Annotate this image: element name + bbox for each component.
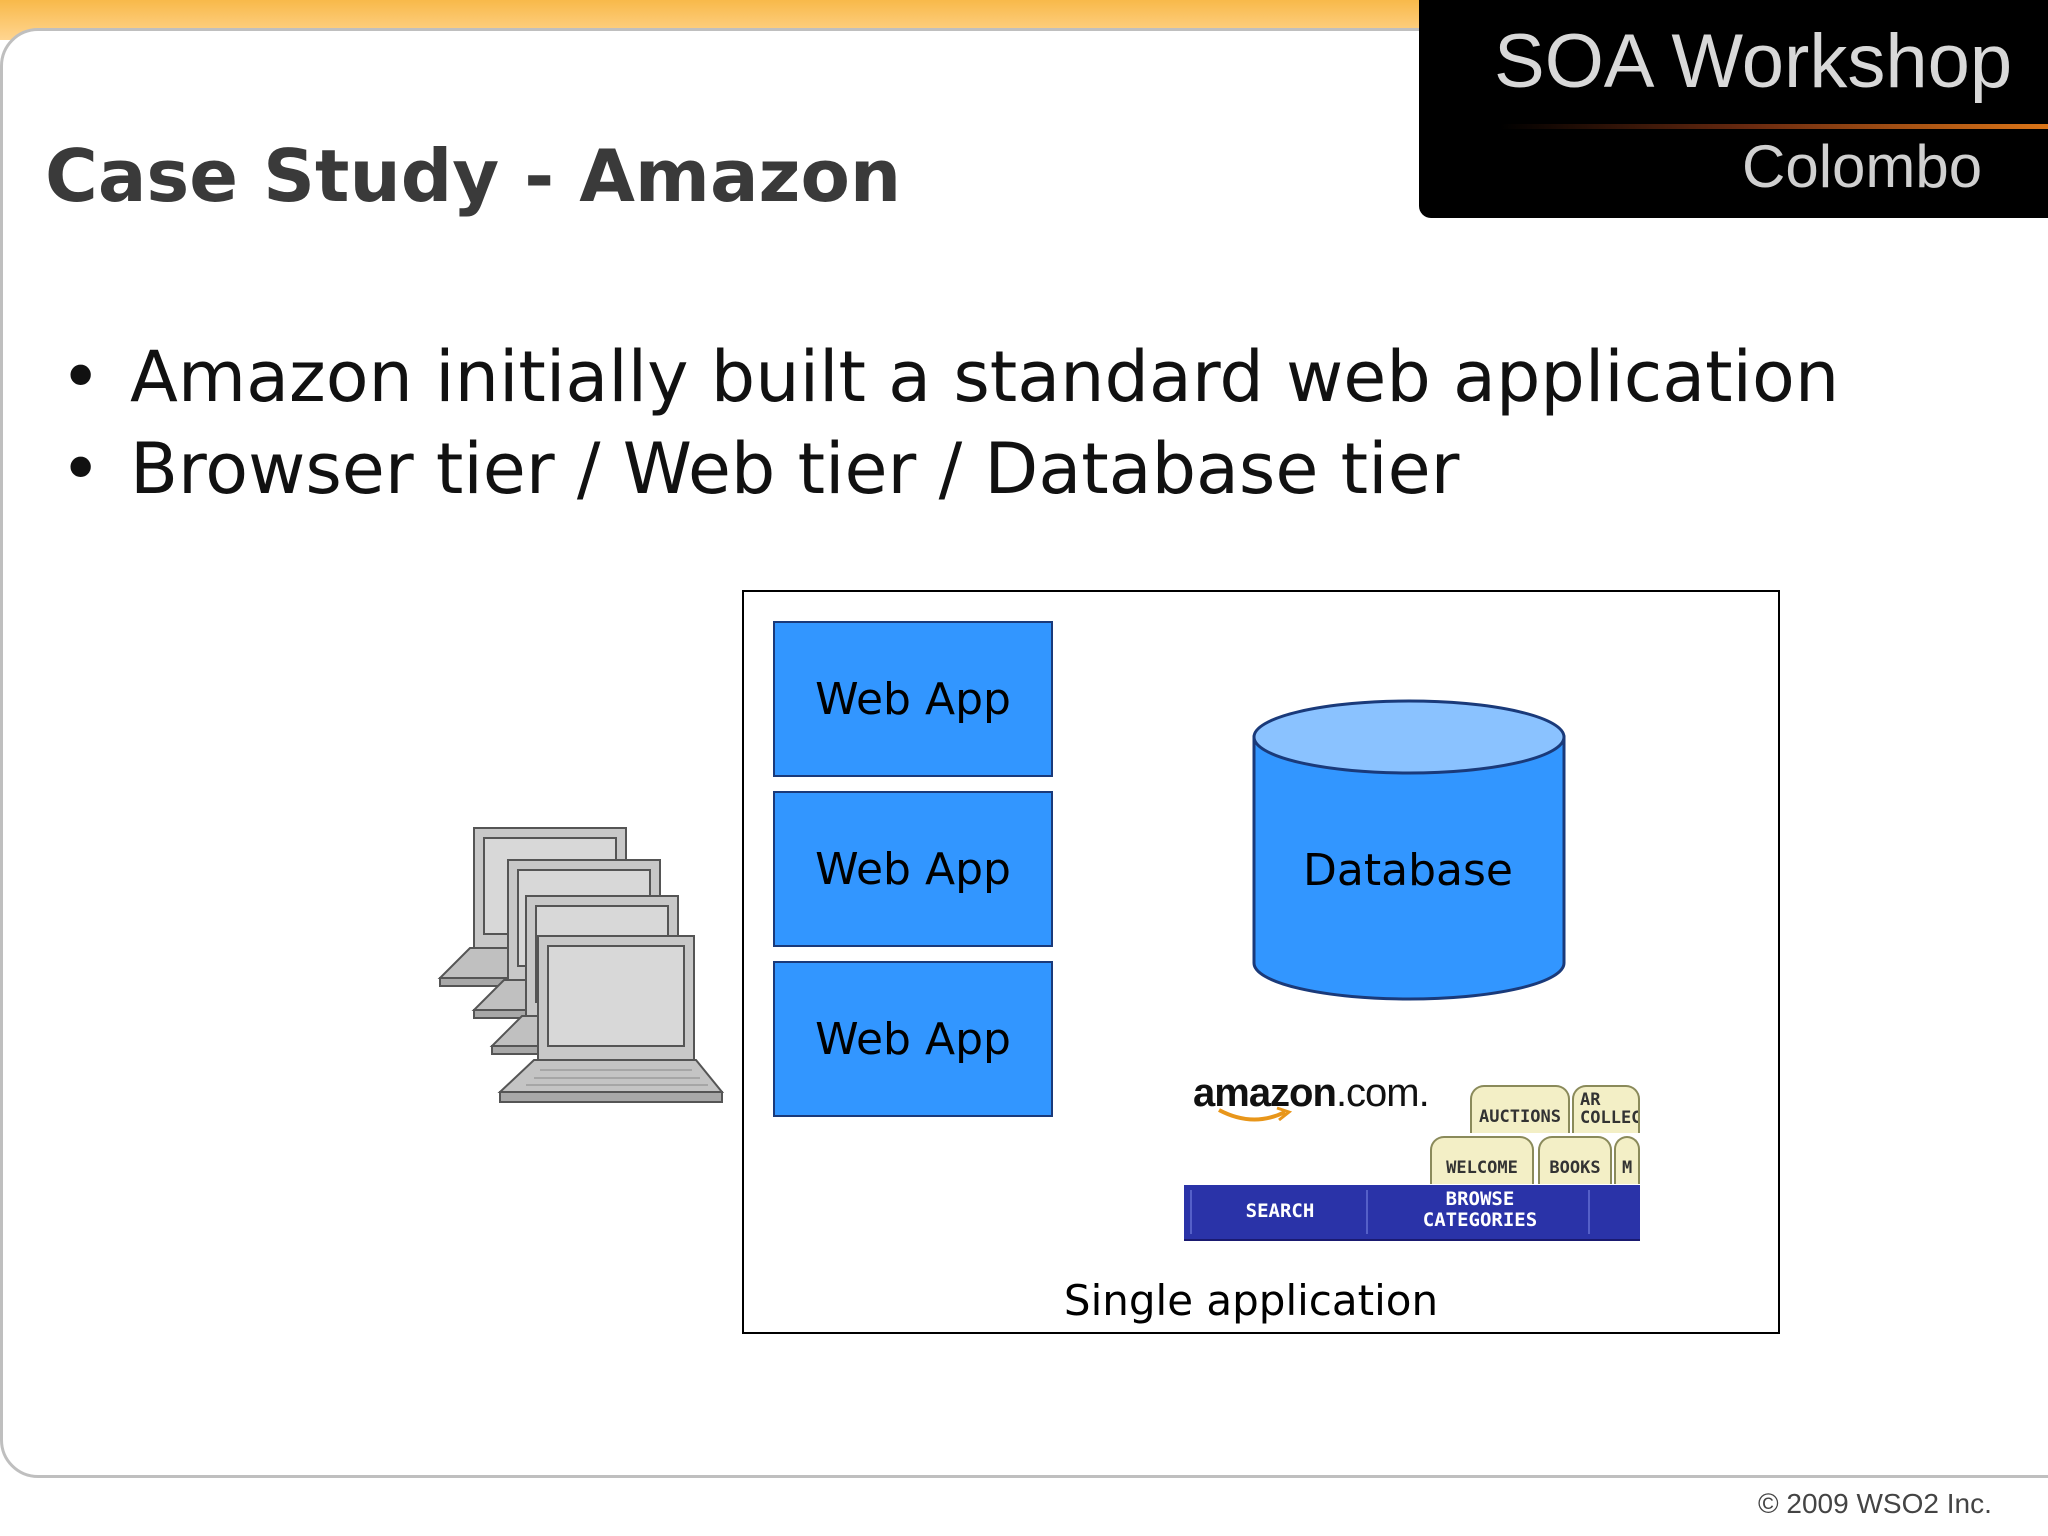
logo-title: SOA Workshop	[1494, 19, 2013, 104]
amazon-nav-bar	[1184, 1185, 1640, 1241]
amazon-tab-welcome: WELCOME	[1430, 1136, 1534, 1184]
logo-divider	[1500, 124, 2048, 129]
bullet-item: • Browser tier / Web tier / Database tier	[60, 428, 1459, 510]
page-title: Case Study - Amazon	[45, 134, 902, 218]
amazon-tab-auctions: AUCTIONS	[1470, 1085, 1570, 1133]
amazon-smile-icon	[1218, 1106, 1293, 1122]
nav-separator	[1190, 1190, 1192, 1234]
amazon-search-label: SEARCH	[1245, 1200, 1315, 1222]
amazon-logo-suffix: .com.	[1335, 1071, 1430, 1115]
logo-subtitle: Colombo	[1742, 133, 1983, 200]
bullet-dot-icon: •	[60, 428, 102, 510]
nav-separator	[1588, 1190, 1590, 1234]
database-cylinder	[1252, 699, 1566, 1001]
laptop-stack-icon	[437, 827, 725, 1103]
workshop-logo	[1419, 0, 2048, 218]
copyright-text: © 2009 WSO2 Inc.	[1758, 1488, 1992, 1519]
bullet-text: Browser tier / Web tier / Database tier	[130, 428, 1460, 510]
diagram-caption: Single application	[1063, 1276, 1439, 1325]
nav-separator	[1366, 1190, 1368, 1234]
web-app-box: Web App	[773, 621, 1053, 777]
amazon-logo-bold: amazon	[1193, 1071, 1337, 1115]
amazon-tab-m: M	[1614, 1136, 1640, 1184]
amazon-tab-books: BOOKS	[1538, 1136, 1612, 1184]
amazon-logo: amazon.com.	[1193, 1071, 1430, 1116]
web-app-box: Web App	[773, 791, 1053, 947]
web-app-box: Web App	[773, 961, 1053, 1117]
bullet-item: • Amazon initially built a standard web a…	[60, 336, 1839, 418]
bullet-dot-icon: •	[60, 336, 102, 418]
bullet-text: Amazon initially built a standard web ap…	[130, 336, 1840, 418]
database-label: Database	[1303, 845, 1513, 896]
